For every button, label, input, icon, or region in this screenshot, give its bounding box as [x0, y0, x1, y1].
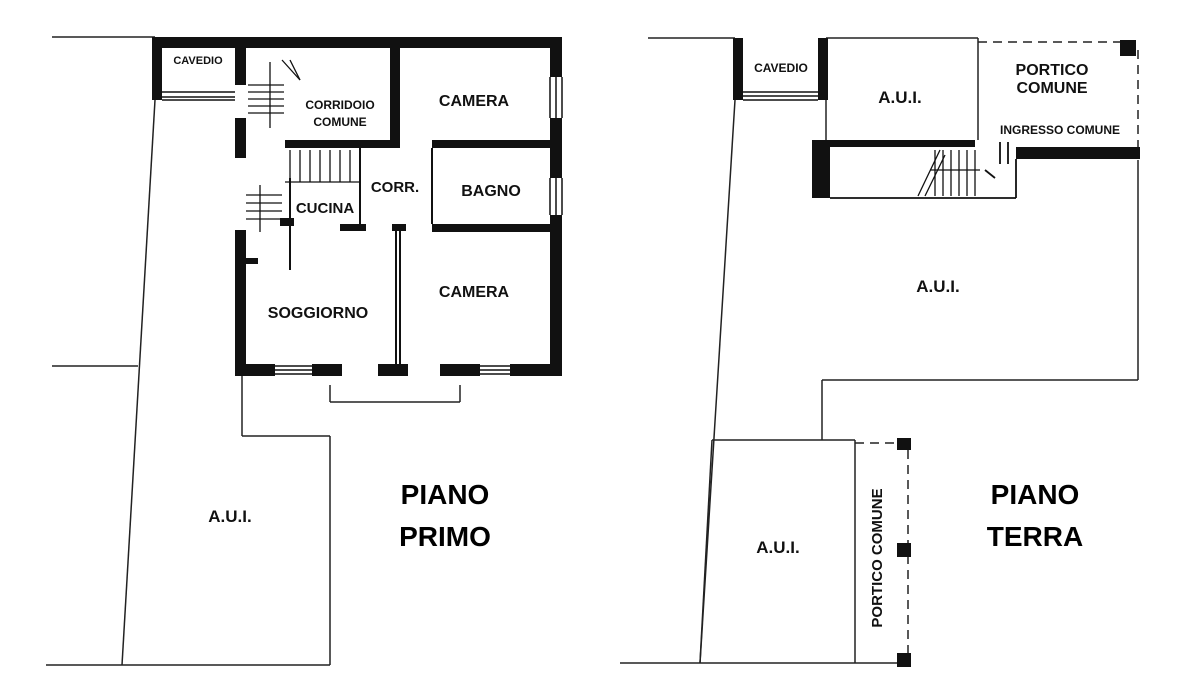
- room-label-ingresso-comune: INGRESSO COMUNE: [1000, 123, 1120, 137]
- ground-floor-site-outline: [620, 37, 1139, 664]
- first-floor-plan: CAVEDIO CORRIDOIO COMUNE CAMERA CORR. BA…: [46, 36, 563, 666]
- room-label-cavedio-ground: CAVEDIO: [754, 61, 808, 75]
- area-label-aui: A.U.I.: [208, 507, 251, 526]
- room-label-camera-bottom: CAMERA: [439, 284, 510, 301]
- first-floor-partitions: [289, 148, 433, 365]
- room-label-cucina: CUCINA: [296, 200, 354, 217]
- first-floor-title-line2: PRIMO: [399, 521, 491, 552]
- room-label-portico: PORTICO: [1016, 62, 1089, 79]
- first-floor-site-outline: [46, 36, 461, 666]
- ground-floor-title-line1: PIANO: [991, 479, 1080, 510]
- ground-floor-title-line2: TERRA: [987, 521, 1083, 552]
- room-label-corridoio: CORRIDOIO: [305, 98, 374, 112]
- room-label-cavedio: CAVEDIO: [173, 55, 223, 67]
- first-floor-walls: [152, 37, 562, 376]
- first-floor-labels: CAVEDIO CORRIDOIO COMUNE CAMERA CORR. BA…: [173, 55, 520, 526]
- room-label-camera-top: CAMERA: [439, 93, 510, 110]
- ground-floor-windows: [743, 91, 818, 101]
- room-label-comune: COMUNE: [313, 115, 366, 129]
- ground-floor-stairs: [917, 149, 980, 197]
- ground-floor-plan: CAVEDIO A.U.I. PORTICO COMUNE INGRESSO C…: [620, 37, 1140, 667]
- first-floor-windows: [162, 77, 563, 375]
- room-label-soggiorno: SOGGIORNO: [268, 305, 368, 322]
- area-label-aui-bottom: A.U.I.: [756, 538, 799, 557]
- ground-floor-labels: CAVEDIO A.U.I. PORTICO COMUNE INGRESSO C…: [754, 61, 1120, 628]
- first-floor-stairs: [246, 59, 360, 232]
- ground-floor-walls: [733, 38, 1140, 667]
- room-label-bagno: BAGNO: [461, 183, 521, 200]
- area-label-aui-center: A.U.I.: [916, 277, 959, 296]
- room-label-corr: CORR.: [371, 179, 419, 196]
- ground-floor-partitions: [830, 142, 1017, 199]
- area-label-aui-top: A.U.I.: [878, 88, 921, 107]
- first-floor-title-line1: PIANO: [401, 479, 490, 510]
- room-label-portico-vertical: PORTICO COMUNE: [869, 488, 886, 627]
- room-label-portico-comune: COMUNE: [1016, 80, 1087, 97]
